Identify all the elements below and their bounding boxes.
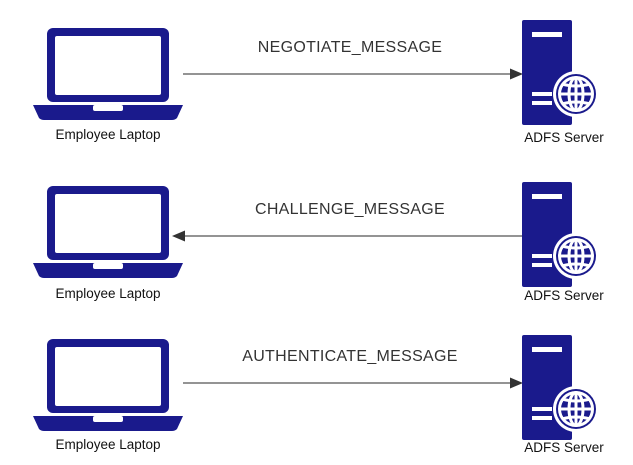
server-label: ADFS Server [524,440,604,455]
laptop-icon [33,336,183,431]
arrow-to-server [183,68,523,80]
server-globe-icon [522,20,602,125]
message-row-negotiate: Employee Laptop NEGOTIATE_MESSAGE ADFS S… [0,0,633,155]
message-row-challenge: Employee Laptop CHALLENGE_MESSAGE ADFS S… [0,155,633,310]
message-row-authenticate: Employee Laptop AUTHENTICATE_MESSAGE ADF… [0,310,633,465]
laptop-label: Employee Laptop [55,127,161,142]
server-label: ADFS Server [524,288,604,303]
message-label: AUTHENTICATE_MESSAGE [242,348,458,365]
server-globe-icon [522,182,602,287]
server-label: ADFS Server [524,130,604,145]
laptop-label: Employee Laptop [55,286,161,301]
arrow-to-server [183,377,523,389]
arrow-to-laptop [172,230,527,242]
laptop-icon [33,183,183,278]
message-label: CHALLENGE_MESSAGE [254,201,446,218]
laptop-label: Employee Laptop [55,437,161,452]
laptop-icon [33,25,183,120]
server-globe-icon [522,335,602,440]
message-label: NEGOTIATE_MESSAGE [257,39,443,56]
